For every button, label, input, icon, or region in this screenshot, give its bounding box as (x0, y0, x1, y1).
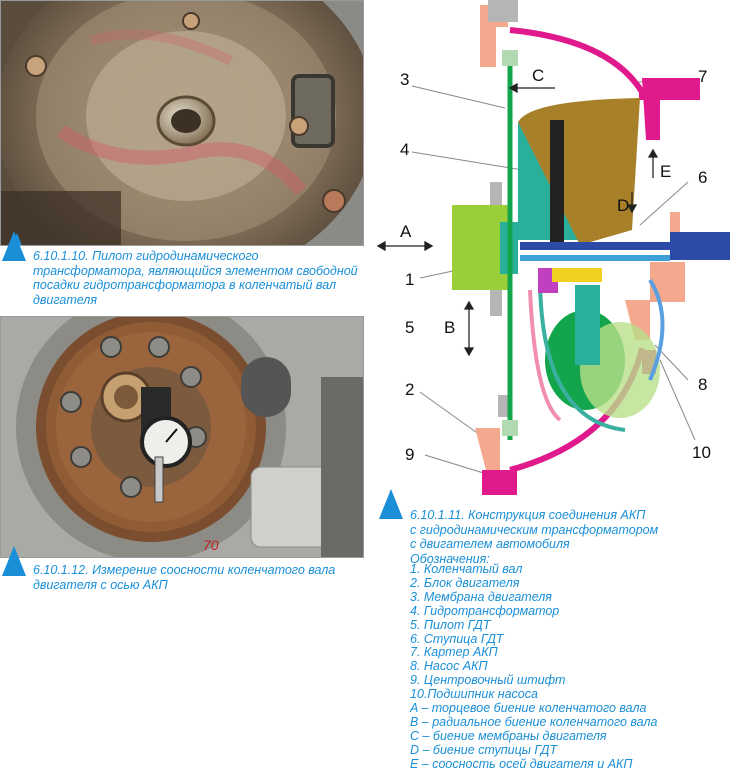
caption-marker-icon (2, 546, 26, 576)
legend-item: 10.Подшипник насоса (410, 687, 538, 702)
label-5: 5 (405, 318, 415, 337)
label-B: B (444, 318, 456, 337)
chalk-mark: 70 (203, 537, 219, 553)
legend-item: C – биение мембраны двигателя (410, 728, 607, 743)
caption-line: посадки гидротрансформатора в коленчатый… (33, 278, 336, 292)
caption-line: с двигателем автомобиля (410, 537, 570, 551)
caption-marker-icon (2, 231, 26, 261)
label-D: D (617, 196, 630, 215)
legend-list: 1. Коленчатый вал 2. Блок двигателя 3. М… (410, 562, 740, 772)
photo-2-illustration (1, 317, 363, 557)
label-3: 3 (400, 70, 410, 89)
photo-1-illustration (1, 1, 363, 245)
caption-line: двигателя (33, 292, 98, 307)
caption-6-10-1-12: 6.10.1.12. Измерение соосности коленчато… (33, 563, 368, 592)
label-9: 9 (405, 445, 415, 464)
legend-item: 9. Центровочный штифт (410, 673, 566, 688)
legend-item: A – торцевое биение коленчатого вала (410, 701, 647, 716)
akp-connection-diagram (376, 0, 730, 495)
label-A: A (400, 222, 412, 241)
caption-line: 6.10.1.10. Пилот гидродинамического (33, 249, 259, 263)
label-E: E (660, 162, 672, 181)
photo-torque-converter-pilot (0, 0, 364, 246)
legend-item: B – радиальное биение коленчатого вала (410, 714, 658, 729)
label-2: 2 (405, 380, 415, 399)
legend-item: 4. Гидротрансформатор (410, 603, 560, 618)
legend-item: 8. Насос АКП (410, 659, 488, 674)
caption-line: Обозначения: (410, 551, 490, 566)
legend-item: 7. Картер АКП (410, 645, 498, 660)
caption-6-10-1-11: 6.10.1.11. Конструкция соединения АКП с … (410, 508, 740, 566)
legend-item: 5. Пилот ГДТ (410, 617, 491, 632)
caption-line: 6.10.1.11. Конструкция соединения АКП (410, 508, 646, 522)
caption-6-10-1-10: 6.10.1.10. Пилот гидродинамического тран… (33, 249, 368, 307)
label-1: 1 (405, 270, 415, 289)
legend-item: 3. Мембрана двигателя (410, 589, 552, 604)
caption-line: 6.10.1.12. Измерение соосности коленчато… (33, 563, 336, 577)
label-6: 6 (698, 168, 708, 187)
photo-alignment-measurement: 70 (0, 316, 364, 558)
label-4: 4 (400, 140, 410, 159)
caption-line: двигателя с осью АКП (33, 577, 168, 592)
label-C: C (532, 66, 545, 85)
legend-item: 6. Ступица ГДТ (410, 631, 504, 646)
legend-item: 1. Коленчатый вал (410, 562, 523, 576)
legend-item: 2. Блок двигателя (410, 575, 520, 590)
caption-line: трансформатора, являющийся элементом сво… (33, 263, 358, 278)
caption-marker-icon (379, 489, 403, 519)
legend-item: E – соосность осей двигателя и АКП (410, 756, 633, 771)
legend-item: D – биение ступицы ГДТ (410, 742, 558, 757)
label-7: 7 (698, 67, 708, 86)
label-10: 10 (692, 443, 711, 462)
label-8: 8 (698, 375, 708, 394)
caption-line: с гидродинамическим трансформатором (410, 522, 659, 537)
